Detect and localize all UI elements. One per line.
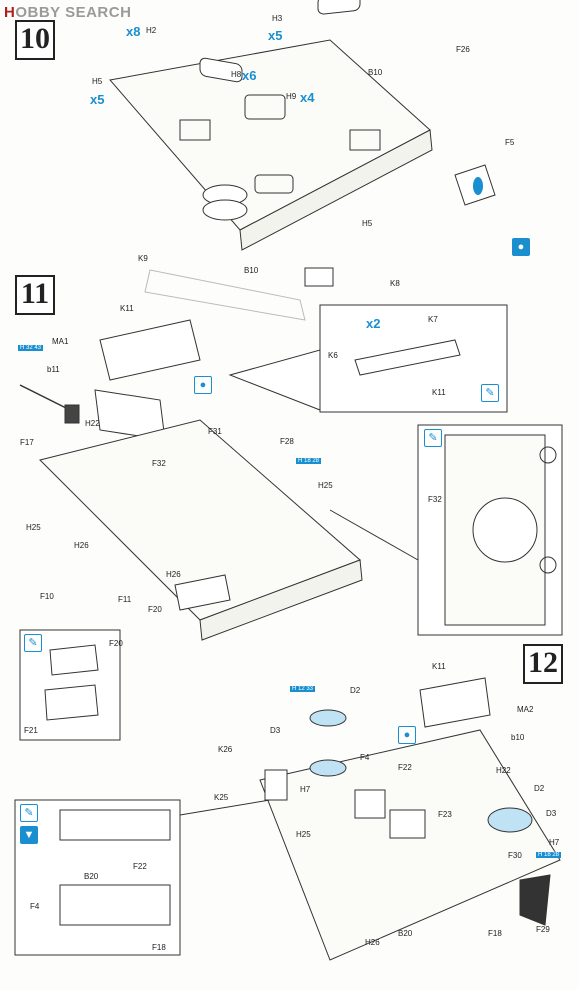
part-label: H5	[92, 77, 103, 86]
quantity-marker: x5	[268, 28, 283, 43]
paint-drop-icon: ●	[512, 238, 530, 256]
part-label: F22	[398, 763, 412, 772]
brush-icon: ✎	[481, 384, 499, 402]
part-label: F21	[24, 726, 38, 735]
part-label: D2	[534, 784, 545, 793]
part-label: D3	[270, 726, 281, 735]
part-label: H3	[272, 14, 283, 23]
step-number: 12	[523, 644, 563, 684]
part-label: K26	[218, 745, 233, 754]
part-label: b10	[511, 733, 525, 742]
part-label: K11	[120, 304, 134, 313]
paint-drop-icon: ●	[398, 726, 416, 744]
part-label: B20	[398, 929, 413, 938]
part-label: F32	[152, 459, 166, 468]
part-label: H9	[286, 92, 297, 101]
part-label: H2	[146, 26, 157, 35]
part-label: F20	[109, 639, 123, 648]
paint-reference: H 12 33	[290, 686, 316, 692]
part-label: F18	[488, 929, 502, 938]
part-label: D3	[546, 809, 557, 818]
brush-icon: ✎	[20, 804, 38, 822]
part-label: MA2	[517, 705, 534, 714]
part-label: H7	[300, 785, 311, 794]
part-label: K11	[432, 662, 446, 671]
quantity-marker: x4	[300, 90, 315, 105]
quantity-marker: x5	[90, 92, 105, 107]
part-label: F29	[536, 925, 550, 934]
part-label: B10	[368, 68, 383, 77]
part-label: B10	[244, 266, 259, 275]
part-label: H22	[496, 766, 511, 775]
part-label: K11	[432, 388, 446, 397]
part-label: F18	[152, 943, 166, 952]
part-label: F32	[428, 495, 442, 504]
part-label: MA1	[52, 337, 69, 346]
paint-drop-icon: ●	[194, 376, 212, 394]
brush-icon: ✎	[424, 429, 442, 447]
part-label: H26	[166, 570, 181, 579]
part-label: K8	[390, 279, 400, 288]
part-label: F28	[280, 437, 294, 446]
watermark-logo: HOBBY SEARCH	[4, 4, 132, 21]
part-label: H25	[296, 830, 311, 839]
part-label: H8	[231, 70, 242, 79]
part-label: F17	[20, 438, 34, 447]
step-number: 11	[15, 275, 55, 315]
part-label: H7	[549, 838, 560, 847]
part-label: K7	[428, 315, 438, 324]
paint-reference: H 18 28	[536, 852, 562, 858]
part-label: F4	[30, 902, 40, 911]
part-label: D2	[350, 686, 361, 695]
part-label: H26	[74, 541, 89, 550]
quantity-marker: x6	[242, 68, 257, 83]
part-label: F11	[118, 595, 132, 604]
part-label: H22	[85, 419, 100, 428]
part-label: F23	[438, 810, 452, 819]
part-label: K25	[214, 793, 229, 802]
part-label: F31	[208, 427, 222, 436]
part-label: F5	[505, 138, 515, 147]
part-label: K9	[138, 254, 148, 263]
part-label: F4	[360, 753, 370, 762]
part-label: H25	[318, 481, 333, 490]
brush-icon: ✎	[24, 634, 42, 652]
part-label: F20	[148, 605, 162, 614]
glue-icon: ▼	[20, 826, 38, 844]
part-label: H25	[26, 523, 41, 532]
part-label: F10	[40, 592, 54, 601]
paint-reference: H 32 43	[18, 345, 44, 351]
part-label: b11	[47, 365, 60, 374]
part-label: H5	[362, 219, 373, 228]
part-label: F30	[508, 851, 522, 860]
paint-reference: H 18 28	[296, 458, 322, 464]
part-label: F22	[133, 862, 147, 871]
quantity-marker: x8	[126, 24, 141, 39]
part-label: F26	[456, 45, 470, 54]
step-number: 10	[15, 20, 55, 60]
part-label: H26	[365, 938, 380, 947]
part-label: B20	[84, 872, 99, 881]
part-label: K6	[328, 351, 338, 360]
quantity-marker: x2	[366, 316, 381, 331]
